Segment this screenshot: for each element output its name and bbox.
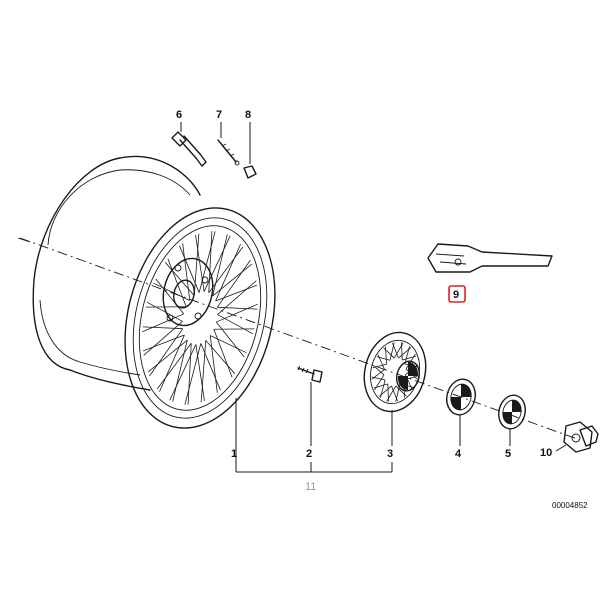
- spoke-line: [217, 280, 257, 315]
- lug-nut-part[interactable]: [555, 421, 599, 453]
- spoke-line: [387, 383, 389, 402]
- wheel-bolt-part[interactable]: [297, 365, 323, 446]
- spoke-line: [212, 234, 228, 297]
- spoke-line: [380, 379, 386, 398]
- part-number-9[interactable]: 9: [453, 289, 459, 301]
- spoke-line: [142, 326, 183, 330]
- spoke-line: [164, 262, 195, 296]
- rim-back-edge: [32, 157, 121, 371]
- spoke-line: [216, 259, 251, 308]
- spoke-line: [146, 301, 183, 322]
- spoke-line: [184, 343, 202, 405]
- part-number-3: 3: [387, 448, 393, 460]
- part-number-5: 5: [505, 448, 511, 460]
- spoke-line: [392, 342, 399, 359]
- spoke-line: [205, 340, 236, 374]
- spoke-line: [215, 321, 245, 358]
- spoke-line: [208, 231, 213, 293]
- spoke-line: [404, 346, 410, 365]
- rim-lower-line: [39, 299, 141, 376]
- spoke-line: [208, 246, 244, 294]
- bolt-hole: [166, 314, 174, 322]
- spoke-line: [169, 344, 197, 401]
- rim-bottom-edge: [69, 369, 151, 391]
- hub-bore: [173, 279, 195, 309]
- part-number-6: 6: [176, 109, 182, 121]
- spoke-line: [213, 329, 233, 378]
- spoke-line: [215, 284, 258, 302]
- hub-cover-part[interactable]: [356, 326, 434, 446]
- bolt-hole: [201, 276, 209, 284]
- rim-front-inner: [132, 217, 268, 419]
- part-number-10: 10: [540, 447, 552, 459]
- spoke-line: [167, 258, 187, 307]
- spoke-line: [372, 363, 387, 369]
- spoke-line: [198, 231, 216, 293]
- spoke-line: [371, 369, 385, 380]
- valve-cap-part[interactable]: [243, 122, 257, 179]
- spoke-line: [143, 321, 183, 356]
- spoke-line: [217, 314, 254, 335]
- axle-stub: [17, 237, 31, 243]
- valve-insert-part[interactable]: [217, 122, 240, 166]
- part-number-2: 2: [306, 448, 312, 460]
- spoke-line: [216, 303, 258, 323]
- spoke-line: [153, 282, 190, 301]
- cross-spoke-lattice: [142, 231, 258, 405]
- spoke-line: [200, 343, 221, 391]
- spoke-line: [147, 339, 188, 373]
- spoke-line: [401, 342, 403, 361]
- wheel-key-part[interactable]: [427, 243, 553, 273]
- spoke-line: [217, 306, 258, 310]
- spoke-line: [142, 313, 184, 333]
- spoke-line: [376, 356, 391, 361]
- spoke-line: [156, 342, 192, 390]
- part-number-4: 4: [455, 448, 462, 460]
- spoke-line: [193, 233, 200, 296]
- spoke-line: [182, 243, 191, 301]
- spoke-line: [391, 385, 398, 402]
- assembly-number-11: 11: [305, 481, 316, 493]
- part-number-8: 8: [245, 109, 251, 121]
- spoke-line: [172, 339, 188, 402]
- spoke-line: [212, 263, 253, 297]
- spoke-line: [187, 343, 192, 405]
- bolt-hole: [174, 264, 182, 272]
- spoke-line: [215, 244, 241, 302]
- spoke-line: [203, 235, 231, 292]
- rim-front-lip: [124, 207, 276, 429]
- spoke-line: [395, 385, 407, 397]
- spoke-line: [209, 335, 218, 393]
- hub-ring: [162, 257, 214, 327]
- emblem-part-5[interactable]: [495, 392, 528, 446]
- highlight-box: [448, 285, 466, 303]
- wheel-rim[interactable]: [32, 155, 297, 444]
- spoke-line: [149, 328, 184, 377]
- spoke-line: [159, 334, 185, 392]
- rim-front-inner2: [138, 225, 262, 411]
- rim-top-edge: [119, 155, 201, 196]
- bolt-hole: [194, 312, 202, 320]
- spoke-line: [155, 278, 185, 315]
- spoke-line: [200, 340, 207, 403]
- spoke-line: [374, 374, 385, 391]
- part-number-7: 7: [216, 109, 222, 121]
- part-number-1: 1: [231, 448, 237, 460]
- reference-number: 00004852: [552, 501, 588, 510]
- spoke-line: [383, 347, 395, 359]
- spoke-line: [179, 245, 200, 293]
- spoke-line: [142, 334, 185, 352]
- valve-part[interactable]: [171, 122, 207, 167]
- spoke-line: [195, 344, 205, 401]
- assembly-bracket: [235, 398, 393, 473]
- axis-line: [19, 237, 581, 441]
- emblem-part-4[interactable]: [443, 376, 479, 446]
- spoke-line: [210, 335, 247, 354]
- rim-inner-line: [47, 169, 191, 246]
